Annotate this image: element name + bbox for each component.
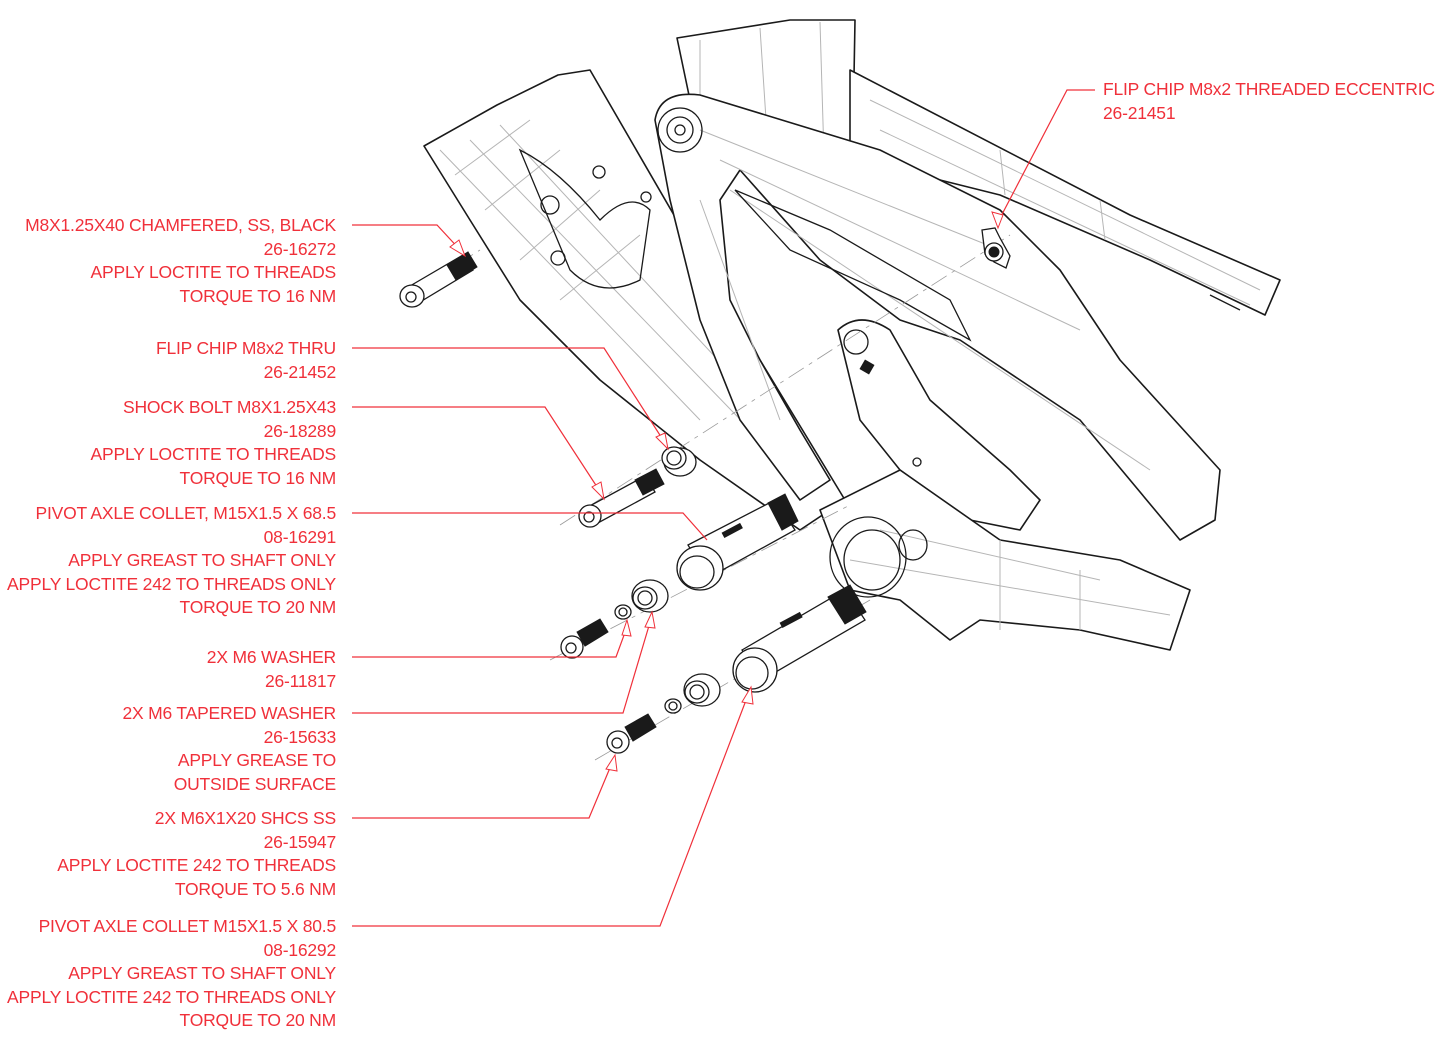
callout-pivot-axle-collet-80: PIVOT AXLE COLLET M15X1.5 X 80.5 08-1629… <box>7 915 336 1033</box>
torque-spec: TORQUE TO 20 NM <box>179 1010 337 1030</box>
torque-spec: TORQUE TO 20 NM <box>179 597 337 617</box>
torque-spec: TORQUE TO 16 NM <box>179 467 337 488</box>
instruction: APPLY GREAST TO SHAFT ONLY <box>68 963 336 983</box>
instruction: APPLY LOCTITE 242 TO THREADS <box>57 855 336 875</box>
callout-shock-bolt: SHOCK BOLT M8X1.25X43 26-18289 APPLY LOC… <box>90 396 337 490</box>
leader-m6-tapered-washer <box>352 610 656 714</box>
instruction: APPLY LOCTITE 242 TO THREADS ONLY <box>7 573 336 594</box>
leader-flip-chip-thru <box>352 347 669 451</box>
part-name: FLIP CHIP M8x2 THRU <box>155 338 336 358</box>
pivot-axle-collet-80-part <box>732 584 867 693</box>
callout-m6-shcs: 2X M6X1X20 SHCS SS 26-15947 APPLY LOCTIT… <box>57 807 336 901</box>
bottom-bracket-shell <box>819 469 1191 651</box>
part-number: 26-15947 <box>263 831 337 852</box>
callout-m6-washer: 2X M6 WASHER 26-11817 <box>207 646 336 693</box>
part-number: 26-11817 <box>264 670 336 691</box>
part-name: PIVOT AXLE COLLET, M15X1.5 X 68.5 <box>35 503 337 523</box>
tapered-washer-upper-part <box>631 579 669 613</box>
part-number: 26-16272 <box>263 238 337 259</box>
part-name: PIVOT AXLE COLLET M15X1.5 X 80.5 <box>38 916 337 936</box>
part-name: FLIP CHIP M8x2 THREADED ECCENTRIC <box>1103 79 1435 99</box>
part-number: 26-15633 <box>263 726 337 747</box>
part-name: SHOCK BOLT M8X1.25X43 <box>122 397 336 417</box>
flip-chip-thru-part <box>661 446 697 477</box>
part-name: 2X M6 TAPERED WASHER <box>122 703 336 723</box>
flip-chip-threaded-part <box>981 227 1011 269</box>
leader-pivot-axle-collet-80 <box>352 685 754 927</box>
instruction: OUTSIDE SURFACE <box>173 773 337 794</box>
part-name: 2X M6 WASHER <box>206 647 336 667</box>
pivot-axle-collet-68-part <box>676 493 799 591</box>
callout-flip-chip-threaded: FLIP CHIP M8x2 THREADED ECCENTRIC 26-214… <box>1103 78 1435 125</box>
callout-m6-tapered-washer: 2X M6 TAPERED WASHER 26-15633 APPLY GREA… <box>122 702 336 796</box>
part-number: 26-18289 <box>263 420 337 441</box>
instruction: APPLY LOCTITE 242 TO THREADS ONLY <box>7 986 336 1007</box>
instruction: APPLY LOCTITE TO THREADS <box>90 444 337 464</box>
rocker-link <box>654 93 1221 541</box>
part-number: 26-21452 <box>263 361 337 382</box>
callout-pivot-axle-collet-68: PIVOT AXLE COLLET, M15X1.5 X 68.5 08-162… <box>7 502 336 620</box>
leader-shock-bolt <box>352 406 605 501</box>
callout-m8-chamfered-bolt: M8X1.25X40 CHAMFERED, SS, BLACK 26-16272… <box>25 214 336 308</box>
leader-m6-washer <box>352 618 632 658</box>
part-name: 2X M6X1X20 SHCS SS <box>154 808 336 828</box>
torque-spec: TORQUE TO 16 NM <box>179 285 337 306</box>
part-number: 08-16292 <box>263 939 337 960</box>
washer-upper-part <box>614 604 632 620</box>
part-name: M8X1.25X40 CHAMFERED, SS, BLACK <box>25 215 336 235</box>
leader-m6-shcs <box>352 753 618 819</box>
tapered-washer-lower-part <box>683 673 721 707</box>
part-number: 26-21451 <box>1103 102 1176 123</box>
m8-chamfered-bolt-part <box>399 251 478 308</box>
part-number: 08-16291 <box>263 526 337 547</box>
torque-spec: TORQUE TO 5.6 NM <box>174 878 336 899</box>
callout-flip-chip-thru: FLIP CHIP M8x2 THRU 26-21452 <box>156 337 336 384</box>
instruction: APPLY GREASE TO <box>177 750 336 770</box>
leader-pivot-axle-collet-68 <box>352 512 708 541</box>
m6-bolt-lower-part <box>606 713 657 754</box>
instruction: APPLY LOCTITE TO THREADS <box>90 262 337 282</box>
leader-m8-chamfered-bolt <box>352 224 466 258</box>
shock-bolt-part <box>578 468 665 528</box>
instruction: APPLY GREAST TO SHAFT ONLY <box>68 550 336 570</box>
washer-lower-part <box>664 698 682 714</box>
m6-bolt-upper-part <box>560 618 609 659</box>
leader-flip-chip-threaded <box>991 89 1095 230</box>
